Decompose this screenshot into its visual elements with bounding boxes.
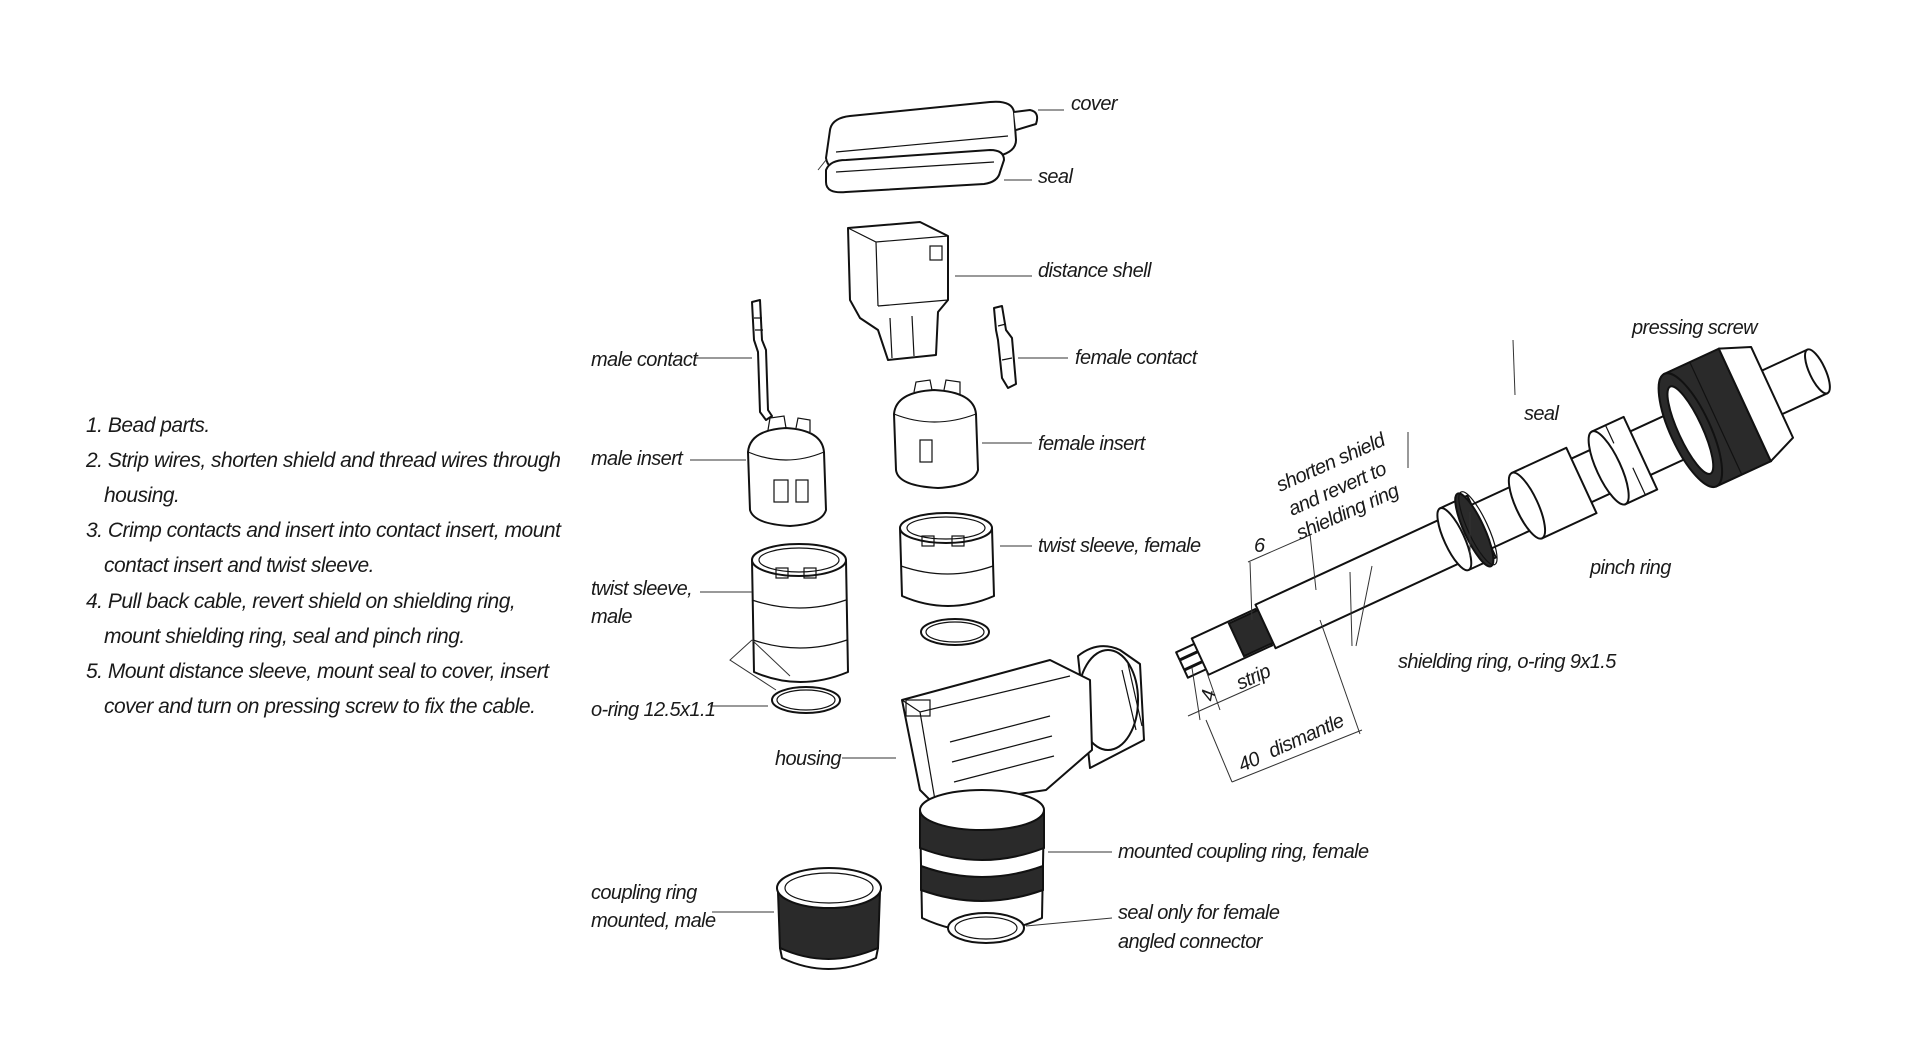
label-housing: housing xyxy=(775,748,841,770)
dim-strip-value: 4 xyxy=(1197,688,1221,703)
label-female-contact: female contact xyxy=(1075,347,1199,369)
step-3: 3. Crimp contacts and insert into contac… xyxy=(86,519,562,542)
step-5-cont: cover and turn on pressing screw to fix … xyxy=(104,695,535,718)
step-3-cont: contact insert and twist sleeve. xyxy=(104,554,374,577)
male-insert-part xyxy=(747,415,827,527)
cable-assembly xyxy=(1175,345,1831,679)
twist-sleeve-female-part xyxy=(899,512,995,607)
label-male-insert: male insert xyxy=(591,448,684,470)
dim-dismantle-label: dismantle xyxy=(1265,710,1348,763)
pinch-ring-part xyxy=(1587,415,1659,506)
label-distance-shell: distance shell xyxy=(1038,260,1152,282)
step-5: 5. Mount distance sleeve, mount seal to … xyxy=(86,660,550,683)
o-ring-male xyxy=(771,686,841,714)
label-twist-sleeve-female: twist sleeve, female xyxy=(1038,535,1201,557)
label-twist-sleeve-male-2: male xyxy=(591,606,632,628)
o-ring-female-inner xyxy=(925,621,985,643)
step-2-cont: housing. xyxy=(104,484,179,507)
label-cover-seal: seal xyxy=(1038,166,1073,188)
assembly-instructions: 1. Bead parts. 2. Strip wires, shorten s… xyxy=(85,414,563,718)
pressing-screw-part xyxy=(1657,345,1795,489)
housing-part xyxy=(901,645,1145,807)
seal-female-angled-part xyxy=(947,912,1025,944)
label-mounted-coupling-ring-female: mounted coupling ring, female xyxy=(1118,841,1369,863)
label-cover: cover xyxy=(1071,93,1119,115)
twist-sleeve-male-part xyxy=(751,543,849,683)
dimension-lines xyxy=(1187,533,1363,783)
label-pinch-ring: pinch ring xyxy=(1589,557,1671,579)
label-o-ring: o-ring 12.5x1.1 xyxy=(591,699,715,721)
male-contact-part xyxy=(751,299,773,421)
cover-seal-part xyxy=(817,149,1005,194)
step-4: 4. Pull back cable, revert shield on shi… xyxy=(86,590,515,613)
label-cable-seal: seal xyxy=(1524,403,1559,425)
shielding-ring-part xyxy=(1436,491,1498,572)
label-pressing-screw: pressing screw xyxy=(1631,317,1759,339)
label-twist-sleeve-male-1: twist sleeve, xyxy=(591,578,692,600)
seal-female-angled-inner xyxy=(954,916,1018,940)
dim-dismantle-value: 40 xyxy=(1235,748,1264,777)
label-coupling-ring-male-1: coupling ring xyxy=(591,882,697,904)
cable-seal-part xyxy=(1507,446,1598,540)
coupling-ring-male-part xyxy=(776,867,882,970)
label-coupling-ring-male-2: mounted, male xyxy=(591,910,716,932)
leader-lines xyxy=(690,109,1516,927)
label-seal-female-angled-2: angled connector xyxy=(1118,931,1264,953)
step-4-cont: mount shielding ring, seal and pinch rin… xyxy=(104,625,465,648)
step-1: 1. Bead parts. xyxy=(86,414,210,437)
label-female-insert: female insert xyxy=(1038,433,1147,455)
female-contact-part xyxy=(993,305,1017,389)
label-shielding-ring: shielding ring, o-ring 9x1.5 xyxy=(1398,651,1617,673)
mounted-coupling-ring-female-part xyxy=(919,789,1045,933)
o-ring-female xyxy=(920,618,990,646)
step-2: 2. Strip wires, shorten shield and threa… xyxy=(85,449,560,472)
dim-shield: 6 xyxy=(1254,535,1266,557)
label-male-contact: male contact xyxy=(591,349,699,371)
distance-shell-part xyxy=(847,221,949,361)
dim-strip-label: strip xyxy=(1233,660,1274,694)
o-ring-male-inner xyxy=(776,689,836,711)
female-insert-part xyxy=(893,379,979,489)
label-seal-female-angled-1: seal only for female xyxy=(1118,902,1280,924)
